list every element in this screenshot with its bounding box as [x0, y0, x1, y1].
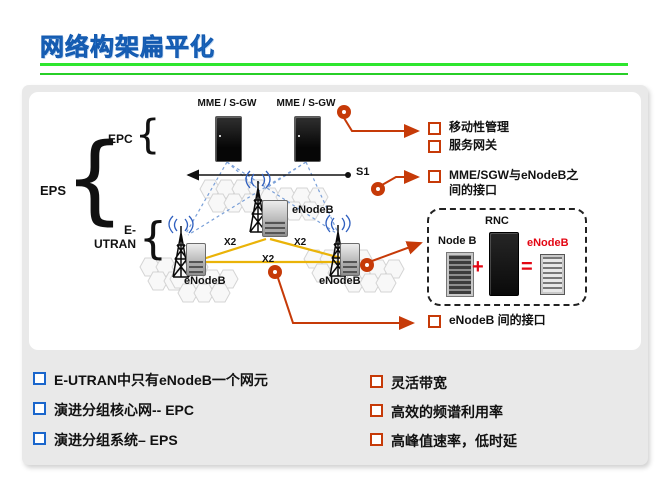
- callout-x2-interface: eNodeB 间的接口: [428, 313, 546, 328]
- plus-sign: +: [472, 256, 484, 278]
- bullet-right-3: 高峰值速率，低时延: [370, 431, 517, 451]
- bullet-left-3: 演进分组系统– EPS: [33, 430, 178, 450]
- callout-sgw: 服务网关: [428, 138, 497, 153]
- callout-s1-interface: MME/SGW与eNodeB之 间的接口: [428, 168, 578, 198]
- x2-right-label: X2: [294, 237, 307, 248]
- x2-mid-label: X2: [262, 254, 275, 265]
- bullet-right-2: 高效的频谱利用率: [370, 402, 503, 422]
- slide-panel: { EPS { EPC { E- UTRAN MME / S-GW MME / …: [22, 85, 648, 465]
- enodeb-mid-box-icon: [262, 200, 288, 237]
- callout-mobility: 移动性管理: [428, 120, 509, 135]
- page-title: 网络构架扁平化: [40, 34, 215, 62]
- enodeb-right-label: eNodeB: [319, 275, 361, 287]
- equals-sign: =: [521, 256, 533, 278]
- title-underline: [40, 63, 628, 75]
- eutran-label: E- UTRAN: [94, 223, 136, 252]
- mme-sgw-1-label: MME / S-GW: [197, 98, 257, 109]
- epc-label: EPC: [108, 132, 133, 146]
- enodeb-mid-label: eNodeB: [292, 204, 334, 216]
- rnc-cabinet-icon: [489, 232, 519, 296]
- enodeb-left-label: eNodeB: [184, 275, 226, 287]
- bullet-right-1: 灵活带宽: [370, 373, 447, 393]
- eps-label: EPS: [40, 183, 67, 198]
- enodeb-rack-icon: [540, 254, 565, 295]
- red-square-bullet: [370, 433, 383, 446]
- red-square-bullet: [428, 170, 441, 183]
- blue-square-bullet: [33, 432, 46, 445]
- enodeb-left-box-icon: [186, 243, 206, 276]
- blue-square-bullet: [33, 372, 46, 385]
- rnc-equation-box: RNC Node B eNodeB + =: [427, 208, 587, 306]
- mme-sgw-2-server-icon: [294, 116, 321, 162]
- s1-label: S1: [356, 166, 370, 178]
- eps-brace: {: [64, 123, 126, 235]
- red-square-bullet: [428, 122, 441, 135]
- enodeb-right-box-icon: [340, 243, 360, 276]
- rnc-label: RNC: [485, 215, 509, 227]
- bullet-left-1: E-UTRAN中只有eNodeB一个网元: [33, 370, 268, 390]
- red-square-bullet: [370, 404, 383, 417]
- red-square-bullet: [370, 375, 383, 388]
- x2-left-label: X2: [224, 237, 237, 248]
- epc-brace: {: [135, 112, 161, 158]
- mme-sgw-1-server-icon: [215, 116, 242, 162]
- red-square-bullet: [428, 315, 441, 328]
- red-square-bullet: [428, 140, 441, 153]
- node-b-label: Node B: [438, 235, 477, 247]
- rnc-enodeb-label: eNodeB: [527, 237, 569, 249]
- mme-sgw-2-label: MME / S-GW: [276, 98, 336, 109]
- node-b-cabinet-icon: [446, 252, 474, 297]
- eutran-brace: {: [139, 213, 167, 264]
- bullet-left-2: 演进分组核心网-- EPC: [33, 400, 194, 420]
- blue-square-bullet: [33, 402, 46, 415]
